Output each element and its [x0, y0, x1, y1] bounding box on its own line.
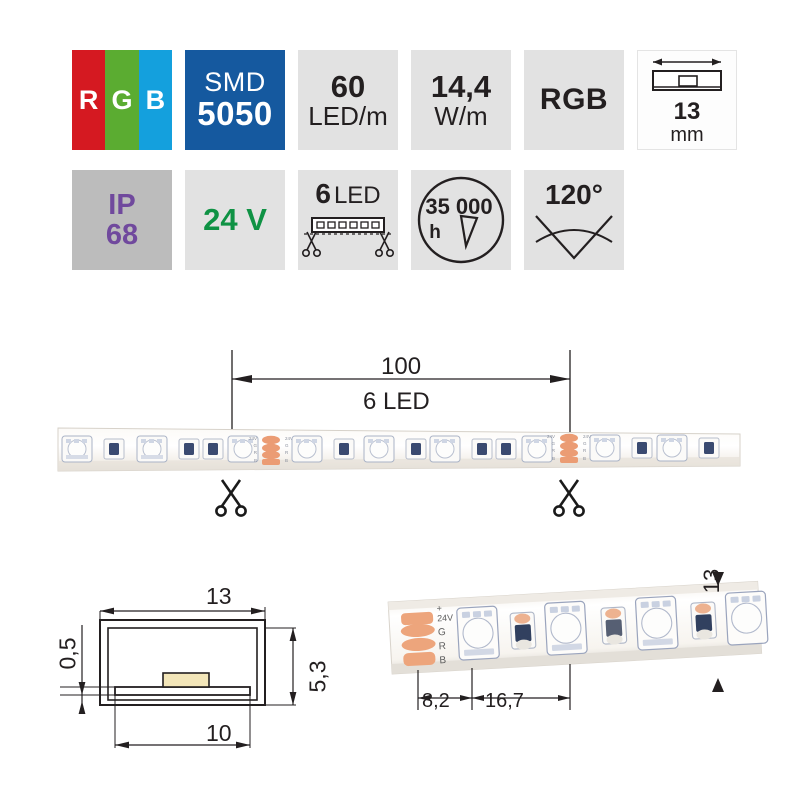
pad-label-g: G: [438, 627, 447, 638]
icon-voltage: 24 V: [185, 170, 285, 270]
strip-detail-view: 8,2 16,7 13 +: [380, 560, 780, 760]
led-density-value: 60: [330, 68, 366, 104]
led-density-unit: LED/m: [308, 100, 388, 131]
strip-diagram-graphics: 24V G R B 24V G R B: [57, 350, 741, 517]
rgb-letter-g: G: [105, 50, 139, 150]
svg-text:G: G: [583, 441, 587, 446]
scissors-icon: [215, 479, 247, 517]
ip-value: 68: [105, 219, 139, 251]
pad-label-r: R: [438, 641, 446, 652]
strip-width-unit: mm: [670, 124, 704, 146]
svg-text:R: R: [583, 448, 587, 453]
cuttable-strip-icon: [301, 217, 395, 257]
lifetime-clock-icon: 35 000 h: [417, 176, 505, 264]
svg-text:R: R: [254, 450, 258, 455]
icon-lifetime: 35 000 h: [411, 170, 511, 270]
icon-rgb-color-badge: R G B: [72, 50, 172, 150]
svg-text:R: R: [285, 450, 289, 455]
icon-smd-type: SMD 5050: [185, 50, 285, 150]
lifetime-value-text: 35 000: [425, 194, 492, 219]
beam-angle-shape-icon: [535, 214, 613, 260]
profile-cross-section: 13 0,5 5,3 10: [30, 565, 370, 765]
icon-beam-angle: 120°: [524, 170, 624, 270]
strip-width-value: 13: [673, 98, 701, 125]
cs-pcb-thickness-label: 0,5: [54, 637, 81, 670]
svg-text:24V: 24V: [583, 434, 591, 439]
svg-text:24V: 24V: [285, 436, 293, 441]
scissors-icon: [553, 479, 585, 517]
pad-label-plus: +: [436, 603, 442, 613]
cs-height-label: 5,3: [304, 660, 331, 693]
detail-dim-8-2: 8,2: [422, 690, 450, 712]
cs-width-label: 13: [206, 583, 232, 609]
cs-pcb-width-label: 10: [206, 720, 232, 746]
svg-text:B: B: [552, 456, 555, 461]
cut-interval-label: LED: [333, 182, 381, 209]
strip-width-profile-icon: [652, 58, 722, 91]
svg-text:G: G: [551, 441, 555, 446]
power-unit: W/m: [434, 100, 488, 131]
pad-label-b: B: [439, 655, 447, 666]
detail-dim-16-7: 16,7: [485, 690, 524, 712]
svg-text:G: G: [253, 443, 257, 448]
rgb-letter-r: R: [72, 50, 106, 150]
cut-interval-count: 6: [315, 178, 331, 209]
smd-code: 5050: [197, 94, 273, 132]
dim-length-label: 100: [381, 353, 422, 380]
detail-dim-width-13: 13: [699, 568, 725, 594]
smd-label: SMD: [204, 67, 266, 98]
color-mode-label: RGB: [539, 83, 609, 116]
ip-label: IP: [108, 188, 136, 221]
dim-led-count-label: 6 LED: [363, 388, 430, 415]
cross-section-graphics: [60, 607, 297, 749]
detail-view-graphics: + 24V G R B: [387, 572, 769, 710]
icon-cut-interval: 6 LED: [298, 170, 398, 270]
rgb-letter-b: B: [138, 50, 172, 150]
icon-color-mode: RGB: [524, 50, 624, 150]
power-value: 14,4: [430, 68, 492, 104]
icon-led-density: 60 LED/m: [298, 50, 398, 150]
cut-length-diagram: 100 6 LED: [0, 340, 800, 540]
beam-angle-value: 120°: [545, 178, 603, 210]
svg-text:24V: 24V: [547, 434, 555, 439]
svg-text:R: R: [552, 448, 556, 453]
svg-text:B: B: [583, 456, 586, 461]
svg-text:G: G: [285, 443, 289, 448]
svg-text:B: B: [285, 458, 288, 463]
icon-ingress-protection: IP 68: [72, 170, 172, 270]
icon-power-per-meter: 14,4 W/m: [411, 50, 511, 150]
svg-text:B: B: [254, 458, 257, 463]
voltage-value: 24 V: [203, 202, 267, 237]
svg-text:24V: 24V: [249, 436, 257, 441]
icon-strip-width: 13 mm: [637, 50, 737, 150]
lifetime-unit-text: h: [429, 222, 441, 243]
rgb-tricolor-bands: R G B: [72, 50, 172, 150]
pad-label-24v: 24V: [437, 613, 454, 624]
